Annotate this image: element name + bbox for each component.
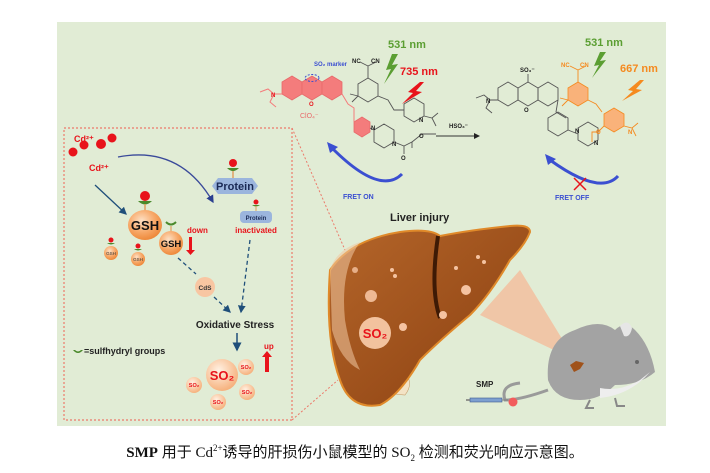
liver-so2-label: SO₂: [363, 326, 388, 341]
arrow-gsh-to-cds: [177, 257, 197, 275]
down-arrow-icon: [186, 237, 195, 255]
protein-inactivated: Protein inactivated: [235, 199, 277, 235]
probe-molecule-adduct: SO₃⁻ N O N N NC CN N O: [475, 63, 639, 147]
protein-label: Protein: [216, 181, 254, 193]
liver-illustration: SO₂: [327, 224, 532, 407]
cds-node: CdS: [195, 277, 215, 297]
so2-small-label: SO₂: [242, 390, 253, 396]
protein-node: Protein: [212, 159, 258, 194]
so2-marker-site: [304, 74, 320, 82]
inactivated-label: inactivated: [235, 226, 277, 235]
caption-text-1: 用于 Cd: [157, 445, 213, 461]
fret-off-arrowhead-icon: [545, 154, 556, 165]
caption-sup: 2+: [212, 443, 223, 453]
arrow-cds-to-stress: [213, 296, 231, 313]
lightning-orange-icon: [622, 80, 644, 101]
fret-on-arrowhead-icon: [327, 142, 338, 153]
o-atom-label: O: [401, 156, 406, 162]
protein-small-label: Protein: [246, 216, 267, 222]
gsh-mid-label: GSH: [161, 239, 182, 250]
arrow-protein-to-stress: [237, 239, 251, 314]
so2-small-label: SO₂: [213, 400, 224, 406]
n-atom-label: N: [628, 130, 632, 136]
cross-icon: [573, 177, 587, 191]
sulfhydryl-legend-icon: [73, 350, 83, 353]
o-atom-label: O: [524, 108, 529, 114]
o-atom-label: O: [309, 102, 314, 108]
mechanism-box: Cd²⁺ Cd²⁺ Protein Protein inactivated: [63, 127, 346, 421]
smp-label: SMP: [476, 380, 494, 389]
so2-cluster: SO₂ SO₂ SO₂ SO₂ SO₂: [186, 359, 255, 410]
cn-label: CN: [580, 63, 589, 69]
gsh-large: GSH: [128, 191, 162, 240]
down-label: down: [187, 226, 208, 235]
reagent-label: HSO₃⁻: [449, 124, 468, 130]
so2-small-label: SO₂: [189, 383, 200, 389]
gsh-small-2: GSH: [131, 243, 145, 266]
cn-label: CN: [371, 59, 380, 65]
so2-big-bubble: [206, 359, 238, 391]
sulfonate-label: SO₃⁻: [520, 68, 535, 74]
fret-on-arrow: [330, 146, 404, 183]
gsh-mid: GSH: [159, 221, 183, 255]
up-arrow-icon: [262, 351, 272, 372]
n-atom-label: N: [486, 99, 490, 105]
probe-molecule-intact: SO₂ marker N O ClO₄⁻ N N O O NC CN N: [259, 59, 439, 162]
so2-big-label: SO₂: [210, 368, 235, 383]
n-atom-label: N: [594, 141, 598, 147]
fret-off-arrow: [549, 158, 620, 185]
cn-label: NC: [561, 63, 570, 69]
n-atom-label: N: [575, 129, 579, 135]
up-label: up: [264, 342, 274, 351]
caption-text-3: 检测和荧光响应示意图。: [414, 445, 584, 461]
zoom-guide-top: [291, 127, 346, 251]
gsh-small-1-label: GSH: [106, 251, 116, 256]
liver-so2-bubble: [359, 317, 391, 349]
cds-label: CdS: [199, 285, 213, 292]
excitation-left-label: 531 nm: [388, 39, 426, 51]
gsh-large-label: GSH: [131, 218, 159, 233]
lightning-red-icon: [402, 82, 424, 104]
oxidative-stress-label: Oxidative Stress: [196, 320, 275, 331]
n-atom-label: N: [392, 142, 396, 148]
so2-marker-label: SO₂ marker: [314, 62, 348, 68]
cd-ions: [68, 133, 117, 157]
fret-off-label: FRET OFF: [555, 195, 590, 202]
o-atom-label: O: [419, 134, 424, 140]
caption-prefix: SMP: [126, 445, 158, 461]
lightning-green-icon: [592, 52, 606, 78]
n-atom-label: N: [371, 126, 375, 132]
gsh-small-2-label: GSH: [133, 257, 143, 262]
gsh-small-1: GSH: [104, 237, 118, 260]
emission-left-label: 735 nm: [400, 66, 438, 78]
n-atom-label: N: [419, 118, 423, 124]
caption-sub: 2: [410, 453, 415, 463]
emission-right-label: 667 nm: [620, 63, 658, 75]
fret-on-label: FRET ON: [343, 194, 374, 201]
figure-caption: SMP 用于 Cd2+诱导的肝损伤小鼠模型的 SO2 检测和荧光响应示意图。: [0, 441, 710, 463]
so2-small-label: SO₂: [241, 365, 252, 371]
cd-label-1: Cd²⁺: [74, 134, 94, 144]
n-atom-label: N: [271, 93, 275, 99]
arrow-cd-to-protein: [117, 154, 214, 204]
caption-text-2: 诱导的肝损伤小鼠模型的 SO: [222, 445, 411, 461]
lightning-green-icon: [384, 54, 398, 84]
counter-ion-label: ClO₄⁻: [300, 113, 319, 120]
excitation-right-label: 531 nm: [585, 37, 623, 49]
mechanism-box-border: [63, 127, 293, 421]
mouse-liver-icon: [570, 361, 584, 372]
o-atom-label: O: [596, 130, 601, 136]
injection-site-icon: [508, 397, 518, 407]
liver-injury-label: Liver injury: [390, 212, 450, 224]
zoom-guide-bottom: [291, 379, 339, 421]
sulfhydryl-legend-label: =sulfhydryl groups: [84, 346, 165, 356]
magnifier-beam: [480, 270, 575, 360]
arrow-cd-to-gsh: [94, 184, 127, 215]
cn-label: NC: [352, 59, 361, 65]
syringe-icon: [466, 397, 508, 403]
cd-label-2: Cd²⁺: [89, 163, 109, 173]
